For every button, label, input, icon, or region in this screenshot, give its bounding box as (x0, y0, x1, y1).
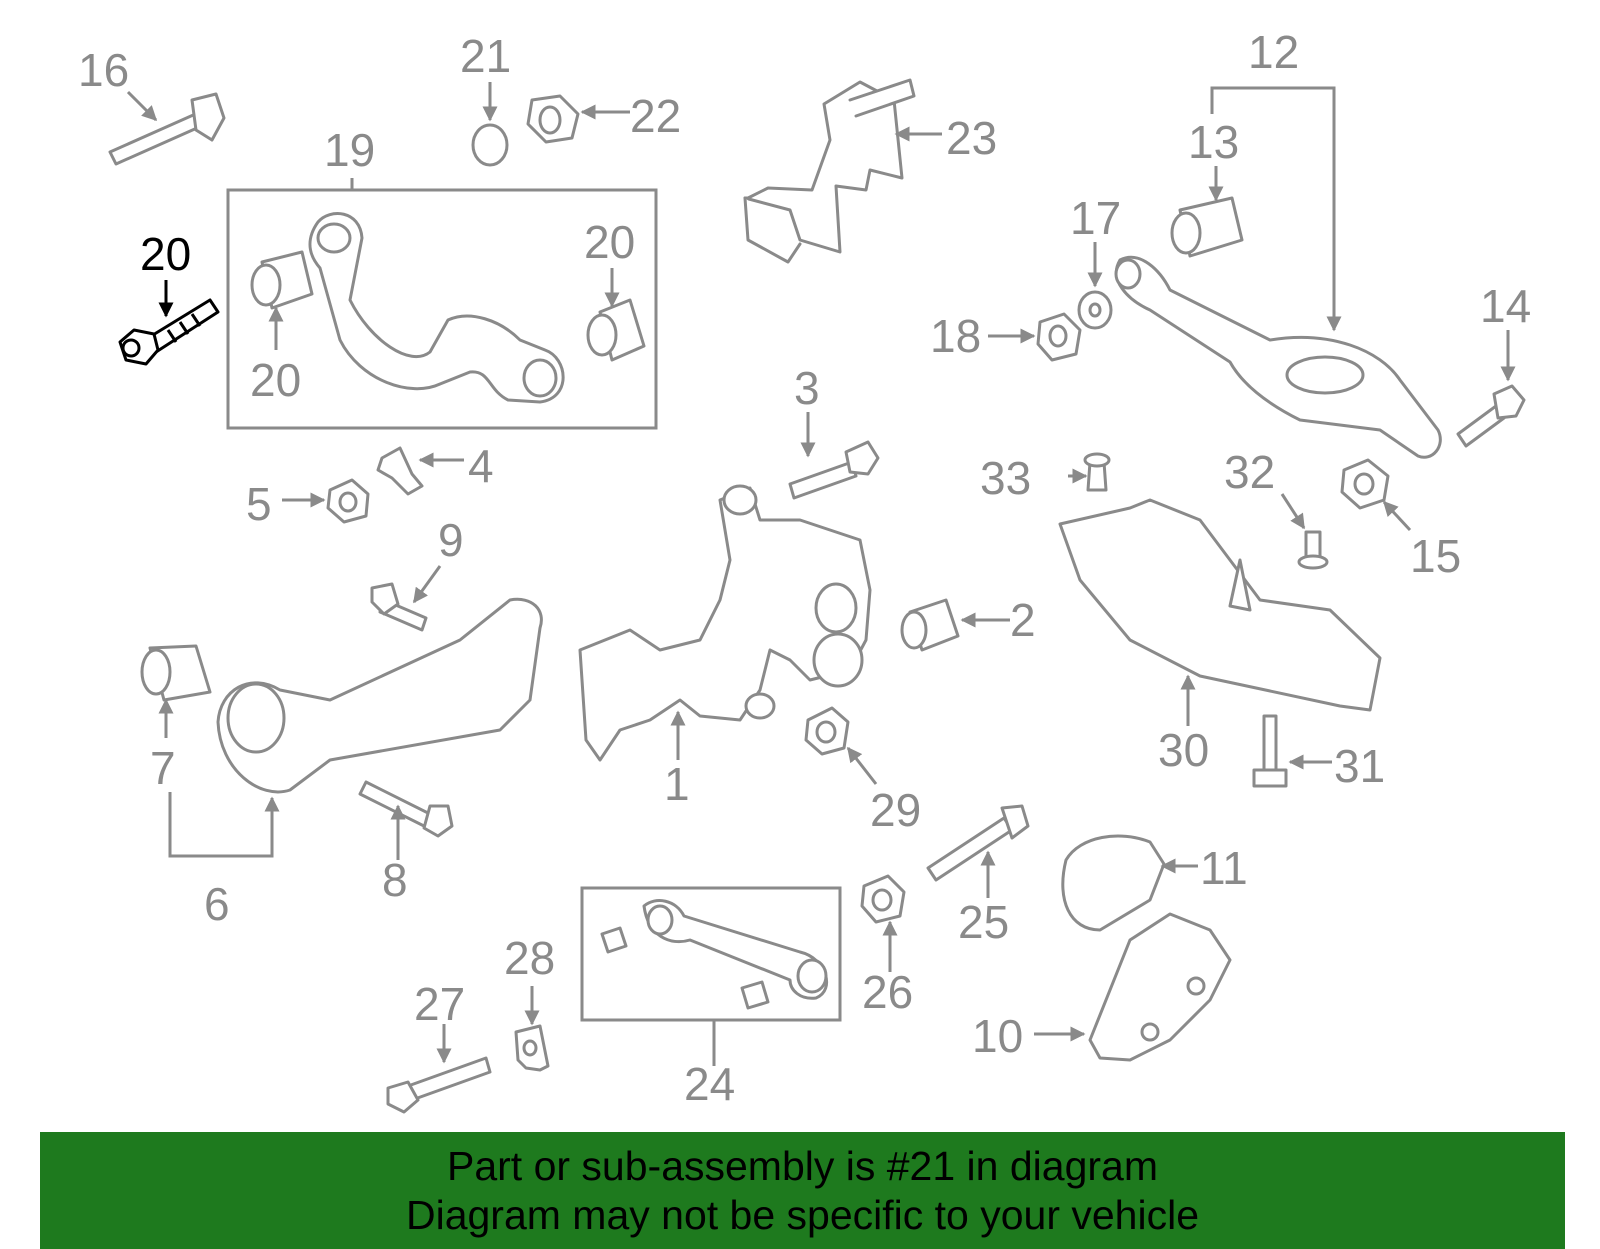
part-31-shield (1058, 498, 1382, 712)
callout-32: 31 (1334, 740, 1385, 792)
callout-27: 26 (862, 966, 913, 1018)
part-2-bushing (900, 598, 960, 652)
callout-16: 16 (78, 44, 129, 96)
callout-26: 25 (958, 896, 1009, 948)
part-27-nut (860, 874, 906, 924)
part-9-bolt (370, 582, 428, 632)
callout-33: 32 (1224, 446, 1275, 498)
callout-1: 1 (664, 758, 690, 810)
callout-30: 29 (870, 784, 921, 836)
callout-25: 24 (684, 1058, 735, 1110)
part-24-bracket (743, 78, 916, 264)
part-6-trailing-arm (216, 597, 543, 794)
part-12-lower-arm (1114, 255, 1442, 459)
part-20-bushing-left (250, 250, 314, 310)
part-16-bolt (108, 92, 226, 166)
part-23-nut (526, 94, 580, 144)
callout-34: 33 (980, 452, 1031, 504)
callout-8: 8 (382, 854, 408, 906)
part-25-arm (600, 899, 828, 1010)
callout-22: 21 (460, 30, 511, 82)
part-19-upper-arm (308, 212, 565, 404)
part-8-bolt (358, 780, 454, 838)
group-box-25 (580, 886, 842, 1022)
part-11-cover (1061, 834, 1166, 932)
part-13-bushing (1170, 196, 1244, 258)
callout-24: 23 (946, 112, 997, 164)
info-banner: Part or sub-assembly is #21 in diagram D… (40, 1132, 1565, 1249)
part-34-clip (1083, 452, 1111, 492)
banner-line-2: Diagram may not be specific to your vehi… (405, 1191, 1199, 1238)
callout-29: 28 (504, 932, 555, 984)
part-14-bolt (1456, 384, 1526, 448)
callout-13: 13 (1188, 116, 1239, 168)
part-18-nut (1036, 312, 1082, 362)
part-3-bolt (788, 440, 880, 500)
callout-20-left: 20 (250, 354, 301, 406)
part-20-bushing-right (586, 298, 646, 362)
part-33-bolt (1297, 530, 1329, 570)
callout-31: 30 (1158, 724, 1209, 776)
group-box-19 (226, 188, 658, 430)
part-15-nut (1340, 458, 1390, 510)
callout-15: 15 (1410, 530, 1461, 582)
part-32-bolt (1252, 714, 1288, 788)
callout-17: 17 (1070, 192, 1121, 244)
callout-7: 7 (150, 742, 176, 794)
part-30-nut (804, 706, 850, 756)
callout-20-right: 20 (584, 216, 635, 268)
part-22-o-ring (471, 123, 509, 167)
part-7-bushing (140, 644, 212, 702)
callout-23: 22 (630, 90, 681, 142)
callout-28: 27 (414, 978, 465, 1030)
banner-line-1: Part or sub-assembly is #21 in diagram (447, 1142, 1158, 1189)
callout-5: 5 (246, 478, 272, 530)
part-4-washer (376, 446, 424, 496)
callout-2: 2 (1010, 594, 1036, 646)
part-5-nut (326, 478, 370, 524)
part-21-bolt (118, 298, 220, 366)
part-1-knuckle (578, 484, 872, 762)
callout-14: 14 (1480, 280, 1531, 332)
callout-12: 12 (1248, 26, 1299, 78)
callout-6: 6 (204, 878, 230, 930)
callout-19: 19 (324, 124, 375, 176)
part-29-washer (514, 1024, 550, 1072)
callout-18: 18 (930, 310, 981, 362)
part-26-bolt (926, 804, 1030, 882)
parts-diagram: 16 21 22 23 12 19 20 20 20 13 17 18 14 3… (78, 26, 1531, 1114)
callout-21: 20 (140, 228, 191, 280)
callout-10: 10 (972, 1010, 1023, 1062)
part-28-bolt (386, 1056, 492, 1114)
callout-3: 3 (794, 362, 820, 414)
part-17-washer (1077, 290, 1113, 330)
callout-11: 11 (1200, 842, 1248, 894)
part-10-bracket (1088, 912, 1232, 1062)
callout-9: 9 (438, 514, 464, 566)
callout-4: 4 (468, 440, 494, 492)
